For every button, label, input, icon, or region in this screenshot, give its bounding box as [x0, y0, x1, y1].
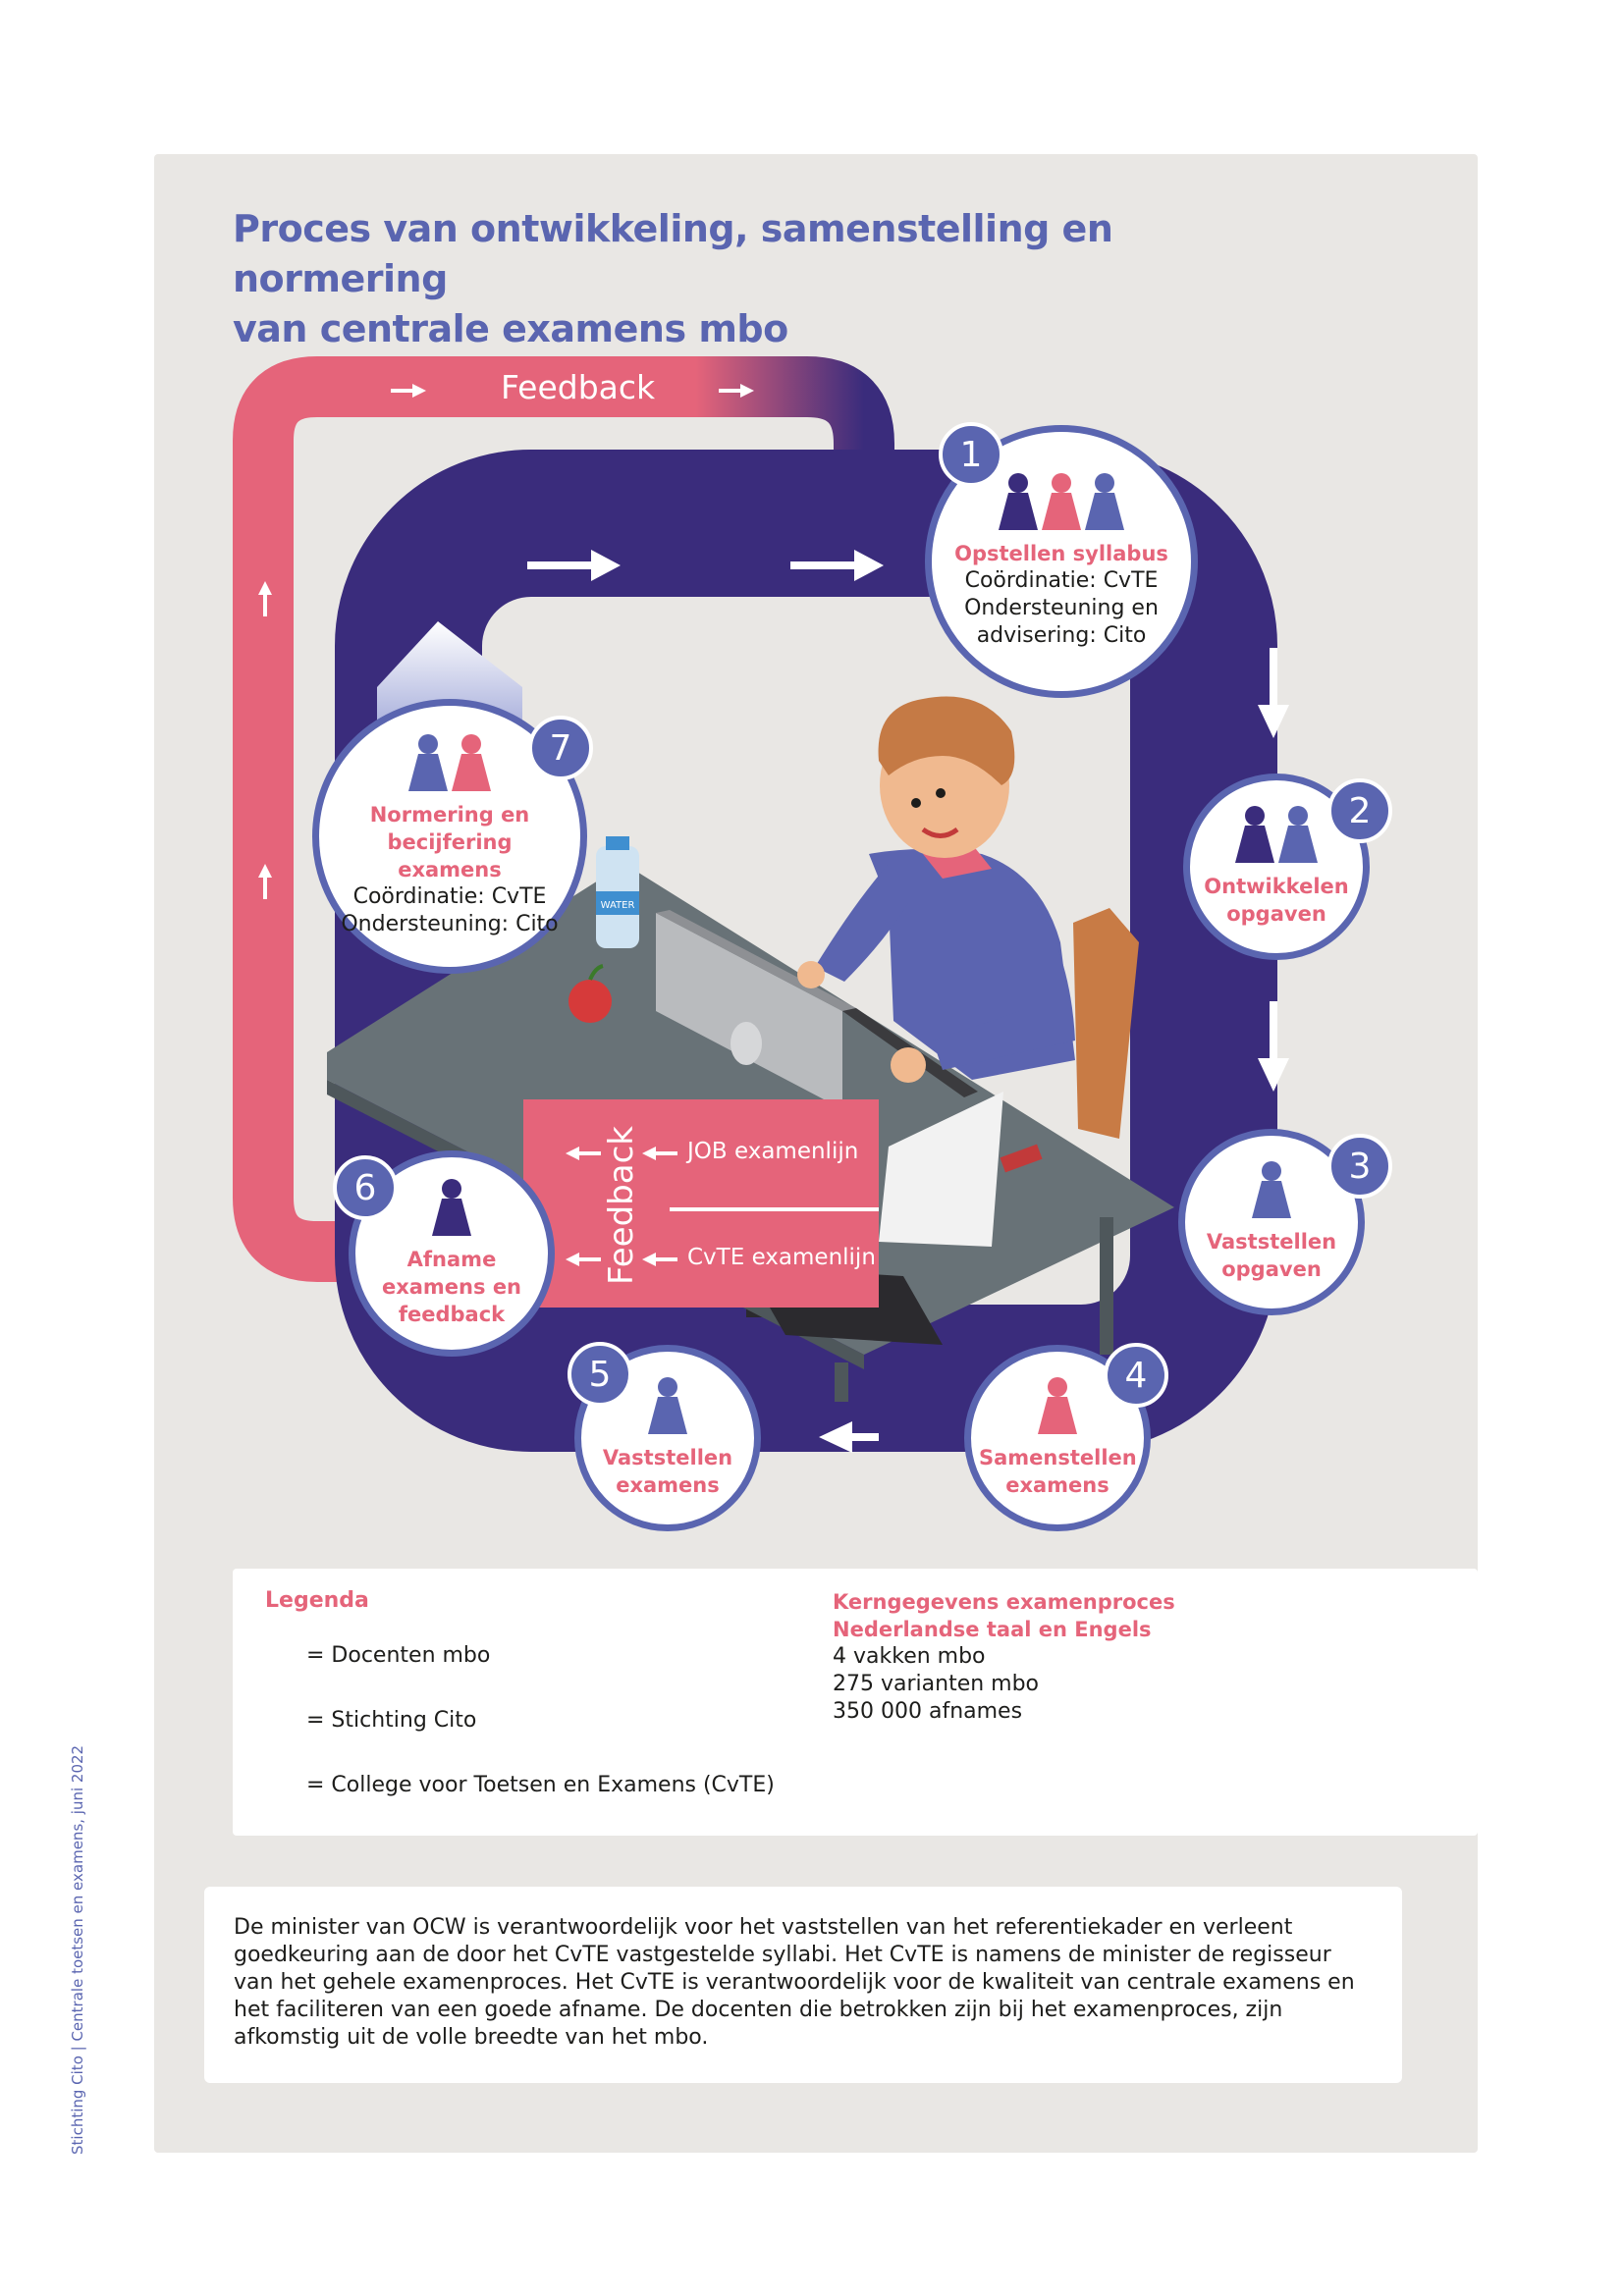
step-1-pawns: [999, 473, 1124, 532]
step-5-number: 5: [568, 1342, 632, 1407]
step-4-circle: Samenstellen examens: [964, 1345, 1151, 1531]
step-6-number: 6: [333, 1155, 398, 1220]
pawn-cvte-icon: [408, 734, 448, 791]
arrow-left-icon: [819, 1421, 879, 1453]
kern-line-1: 4 vakken mbo: [833, 1644, 986, 1669]
pawn-cvte-icon: [1252, 1161, 1291, 1218]
pawn-cvte-icon: [1278, 806, 1318, 863]
kern-line-3: 350 000 afnames: [833, 1699, 1023, 1724]
pawn-cito-icon: [452, 734, 491, 791]
kern-line-2: 275 varianten mbo: [833, 1672, 1040, 1696]
step-1-line-1: Coördinatie: CvTE: [964, 568, 1159, 593]
legend-label-cvte: = College voor Toetsen en Examens (CvTE): [306, 1773, 775, 1797]
pawn-docent-icon: [999, 473, 1038, 530]
step-3-number: 3: [1327, 1134, 1392, 1199]
feedback-line-job: JOB examenlijn: [687, 1139, 859, 1164]
note-text: De minister van OCW is verantwoordelijk …: [234, 1915, 1355, 2050]
person-hair: [878, 696, 1015, 785]
step-1-line-2: Ondersteuning en: [964, 596, 1159, 620]
step-7-number: 7: [528, 716, 593, 780]
step-5-title: Vaststellen examens: [602, 1446, 733, 1497]
feedback-arrows: [258, 384, 754, 899]
step-7-line-1: Coördinatie: CvTE: [352, 884, 547, 909]
title-line-1: Proces van ontwikkeling, samenstelling e…: [233, 207, 1113, 300]
legend-box: [233, 1569, 1478, 1836]
step-5-pawns: [648, 1377, 687, 1436]
footer-side-text: Stichting Cito | Centrale toetsen en exa…: [69, 1744, 86, 2155]
arrow-right-2-icon: [790, 550, 884, 581]
step-7-circle: Normering en becijfering examens Coördin…: [312, 699, 587, 974]
feedback-vertical-label: Feedback: [602, 1125, 642, 1285]
fb-arrow-up-1-icon: [258, 581, 272, 616]
step-3-title: Vaststellen opgaven: [1206, 1230, 1337, 1281]
step-1-title: Opstellen syllabus: [954, 542, 1168, 565]
feedback-line-cvte: CvTE examenlijn: [687, 1245, 876, 1270]
step-7-title: Normering en becijfering examens: [369, 803, 530, 881]
legend-label-cito: = Stichting Cito: [306, 1708, 477, 1733]
apple: [568, 980, 612, 1023]
pawn-cvte-icon: [1085, 473, 1124, 530]
kern-title-1: Kerngegevens examenproces: [833, 1590, 1175, 1614]
step-1-number: 1: [939, 422, 1003, 487]
step-2-pawns: [1235, 806, 1318, 865]
page-title: Proces van ontwikkeling, samenstelling e…: [233, 204, 1313, 354]
arrow-right-1-icon: [527, 550, 621, 581]
pawn-docent-icon: [1235, 806, 1274, 863]
pawn-cito-icon: [1042, 473, 1081, 530]
arrow-down-2-icon: [1258, 1001, 1289, 1092]
arrow-down-1-icon: [1258, 648, 1289, 738]
feedback-box-arrows: [566, 1147, 677, 1266]
legend-label-docent: = Docenten mbo: [306, 1643, 491, 1668]
step-1-line-3: advisering: Cito: [976, 623, 1147, 648]
legend-title: Legenda: [265, 1588, 369, 1613]
fb-arrow-right-1-icon: [391, 384, 426, 398]
legend-item-docent: = Docenten mbo: [306, 1643, 490, 1668]
kern-title-2: Nederlandse taal en Engels: [833, 1618, 1152, 1641]
paper: [879, 1092, 1003, 1247]
step-7-line-2: Ondersteuning: Cito: [341, 912, 559, 936]
legend-item-cito: = Stichting Cito: [306, 1708, 476, 1733]
kerngegevens: Kerngegevens examenproces Nederlandse ta…: [833, 1588, 1175, 1726]
step-4-pawns: [1038, 1377, 1077, 1436]
pawn-cito-icon: [1038, 1377, 1077, 1434]
pawn-docent-icon: [432, 1179, 471, 1236]
title-line-2: van centrale examens mbo: [233, 307, 788, 350]
note-box: [204, 1887, 1402, 2083]
fb-arrow-right-2-icon: [719, 384, 754, 398]
step-3-circle: Vaststellen opgaven: [1178, 1129, 1365, 1315]
fb-arrow-up-2-icon: [258, 864, 272, 899]
feedback-box: [523, 1099, 879, 1308]
step-7-pawns: [408, 734, 491, 793]
step-6-title: Afname examens en feedback: [381, 1248, 522, 1326]
bottle-label: WATER: [601, 900, 635, 911]
laptop-screen: [656, 913, 842, 1109]
step-3-pawns: [1252, 1161, 1291, 1220]
step-2-title: Ontwikkelen opgaven: [1204, 875, 1349, 926]
chair: [1073, 908, 1139, 1139]
step-6-pawns: [432, 1179, 471, 1238]
legend-item-cvte: = College voor Toetsen en Examens (CvTE): [306, 1773, 775, 1797]
step-2-number: 2: [1327, 778, 1392, 843]
feedback-loop-pink: [233, 356, 894, 1282]
step-4-title: Samenstellen examens: [979, 1446, 1137, 1497]
pawn-cvte-icon: [648, 1377, 687, 1434]
step-4-number: 4: [1104, 1343, 1168, 1408]
feedback-top-label: Feedback: [501, 368, 656, 406]
